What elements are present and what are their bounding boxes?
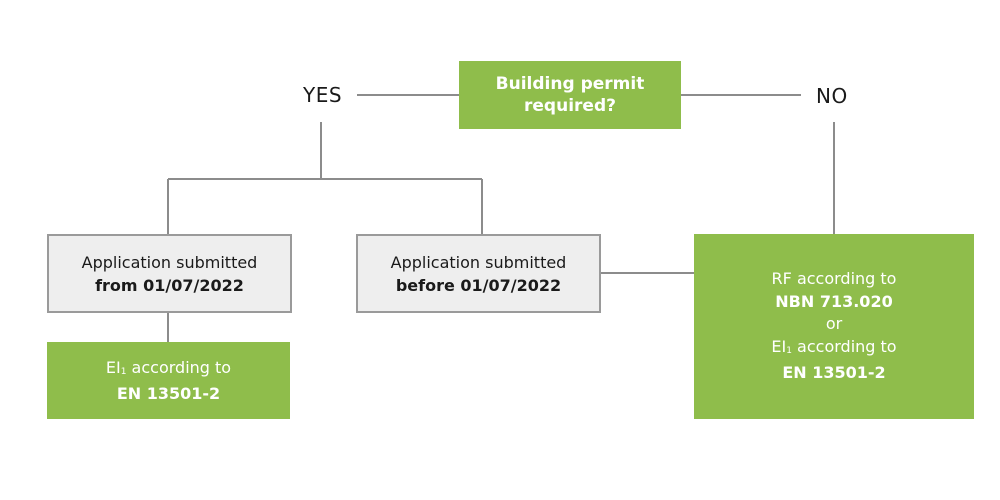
ei-classification-node: EI1 according to EN 13501-2 [47, 342, 290, 419]
rf-line-4: EI1 according to [771, 336, 896, 363]
application-from-node: Application submitted from 01/07/2022 [47, 234, 292, 313]
yes-label: YES [303, 83, 343, 107]
building-permit-question-node: Building permit required? [459, 61, 681, 129]
from-line-1: Application submitted [81, 252, 258, 272]
ei-prefix: EI [105, 357, 121, 377]
ei-suffix: according to [126, 357, 232, 377]
ei-standard: EN 13501-2 [116, 383, 221, 403]
from-line-2: from 01/07/2022 [95, 275, 244, 295]
rf-ei-suffix: according to [791, 336, 897, 356]
rf-or-ei-classification-node: RF according to NBN 713.020 or EI1 accor… [694, 234, 974, 419]
ei-line-1: EI1 according to [106, 357, 231, 383]
no-label: NO [816, 84, 848, 108]
before-line-2: before 01/07/2022 [395, 275, 562, 295]
rf-ei-prefix: EI [771, 336, 787, 356]
rf-line-5: EN 13501-2 [782, 363, 886, 383]
rf-line-2: NBN 713.020 [775, 291, 893, 311]
question-line-2: required? [524, 96, 616, 116]
application-before-node: Application submitted before 01/07/2022 [356, 234, 601, 313]
question-line-1: Building permit [495, 74, 645, 94]
before-line-1: Application submitted [390, 252, 567, 272]
rf-line-1: RF according to [771, 269, 897, 289]
ei-subscript: 1 [120, 366, 127, 377]
rf-line-3: or [825, 314, 843, 334]
rf-ei-subscript: 1 [786, 345, 792, 356]
